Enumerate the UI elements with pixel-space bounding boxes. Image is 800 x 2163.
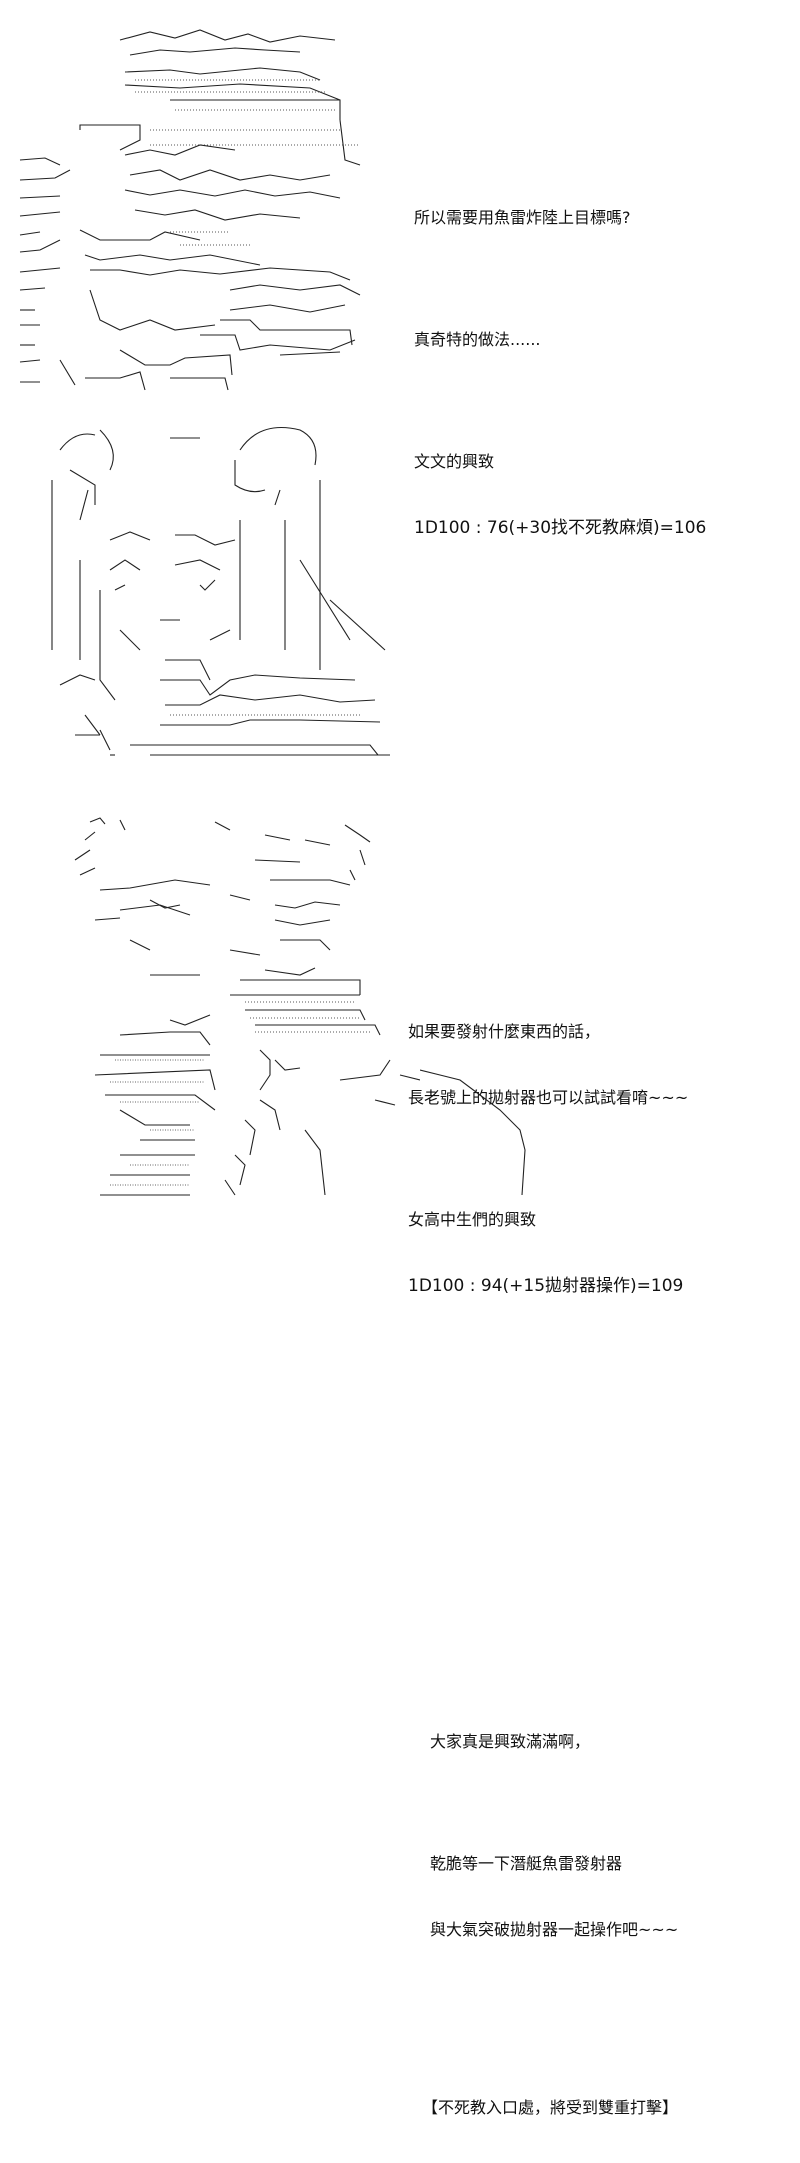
dice-roll-result: 1D100 : 94(+15拋射器操作)=109 (408, 1276, 684, 1296)
dialogue-text-1: 所以需要用魚雷炸陸上目標嗎? 真奇特的做法...... 文文的興致 1D100 … (414, 163, 706, 583)
dialogue-text-3: 大家真是興致滿滿啊， 乾脆等一下潛艇魚雷發射器 與大氣突破拋射器一起操作吧~~~… (422, 1687, 679, 2163)
dialogue-line: 大家真是興致滿滿啊， (430, 1732, 591, 1751)
ascii-art-character-2 (51, 426, 390, 756)
dialogue-line: 文文的興致 (414, 452, 495, 471)
panel-3: 大家真是興致滿滿啊， 乾脆等一下潛艇魚雷發射器 與大氣突破拋射器一起操作吧~~~… (0, 810, 800, 2117)
dialogue-line: 如果要發射什麼東西的話， (408, 1022, 601, 1041)
dialogue-line: 與大氣突破拋射器一起操作吧~~~ (430, 1920, 679, 1939)
ascii-art-character-3-right (420, 1069, 526, 1196)
dice-roll-result: 1D100 : 76(+30找不死教麻煩)=106 (414, 518, 707, 538)
scene-caption: 【不死教入口處，將受到雙重打擊】 (422, 2098, 679, 2117)
ascii-art-character-1 (19, 29, 361, 391)
dialogue-line: 所以需要用魚雷炸陸上目標嗎? (414, 208, 631, 227)
dialogue-line: 女高中生們的興致 (408, 1210, 537, 1229)
dialogue-line: 乾脆等一下潛艇魚雷發射器 (430, 1854, 623, 1873)
panel-2: 如果要發射什麼東西的話， 長老號上的拋射器也可以試試看唷~~~ 女高中生們的興致… (0, 410, 800, 1296)
dialogue-line: 長老號上的拋射器也可以試試看唷~~~ (408, 1088, 689, 1107)
ascii-art-character-3 (74, 817, 420, 1196)
dialogue-line: 真奇特的做法...... (414, 330, 541, 349)
panel-1: 所以需要用魚雷炸陸上目標嗎? 真奇特的做法...... 文文的興致 1D100 … (0, 0, 800, 538)
